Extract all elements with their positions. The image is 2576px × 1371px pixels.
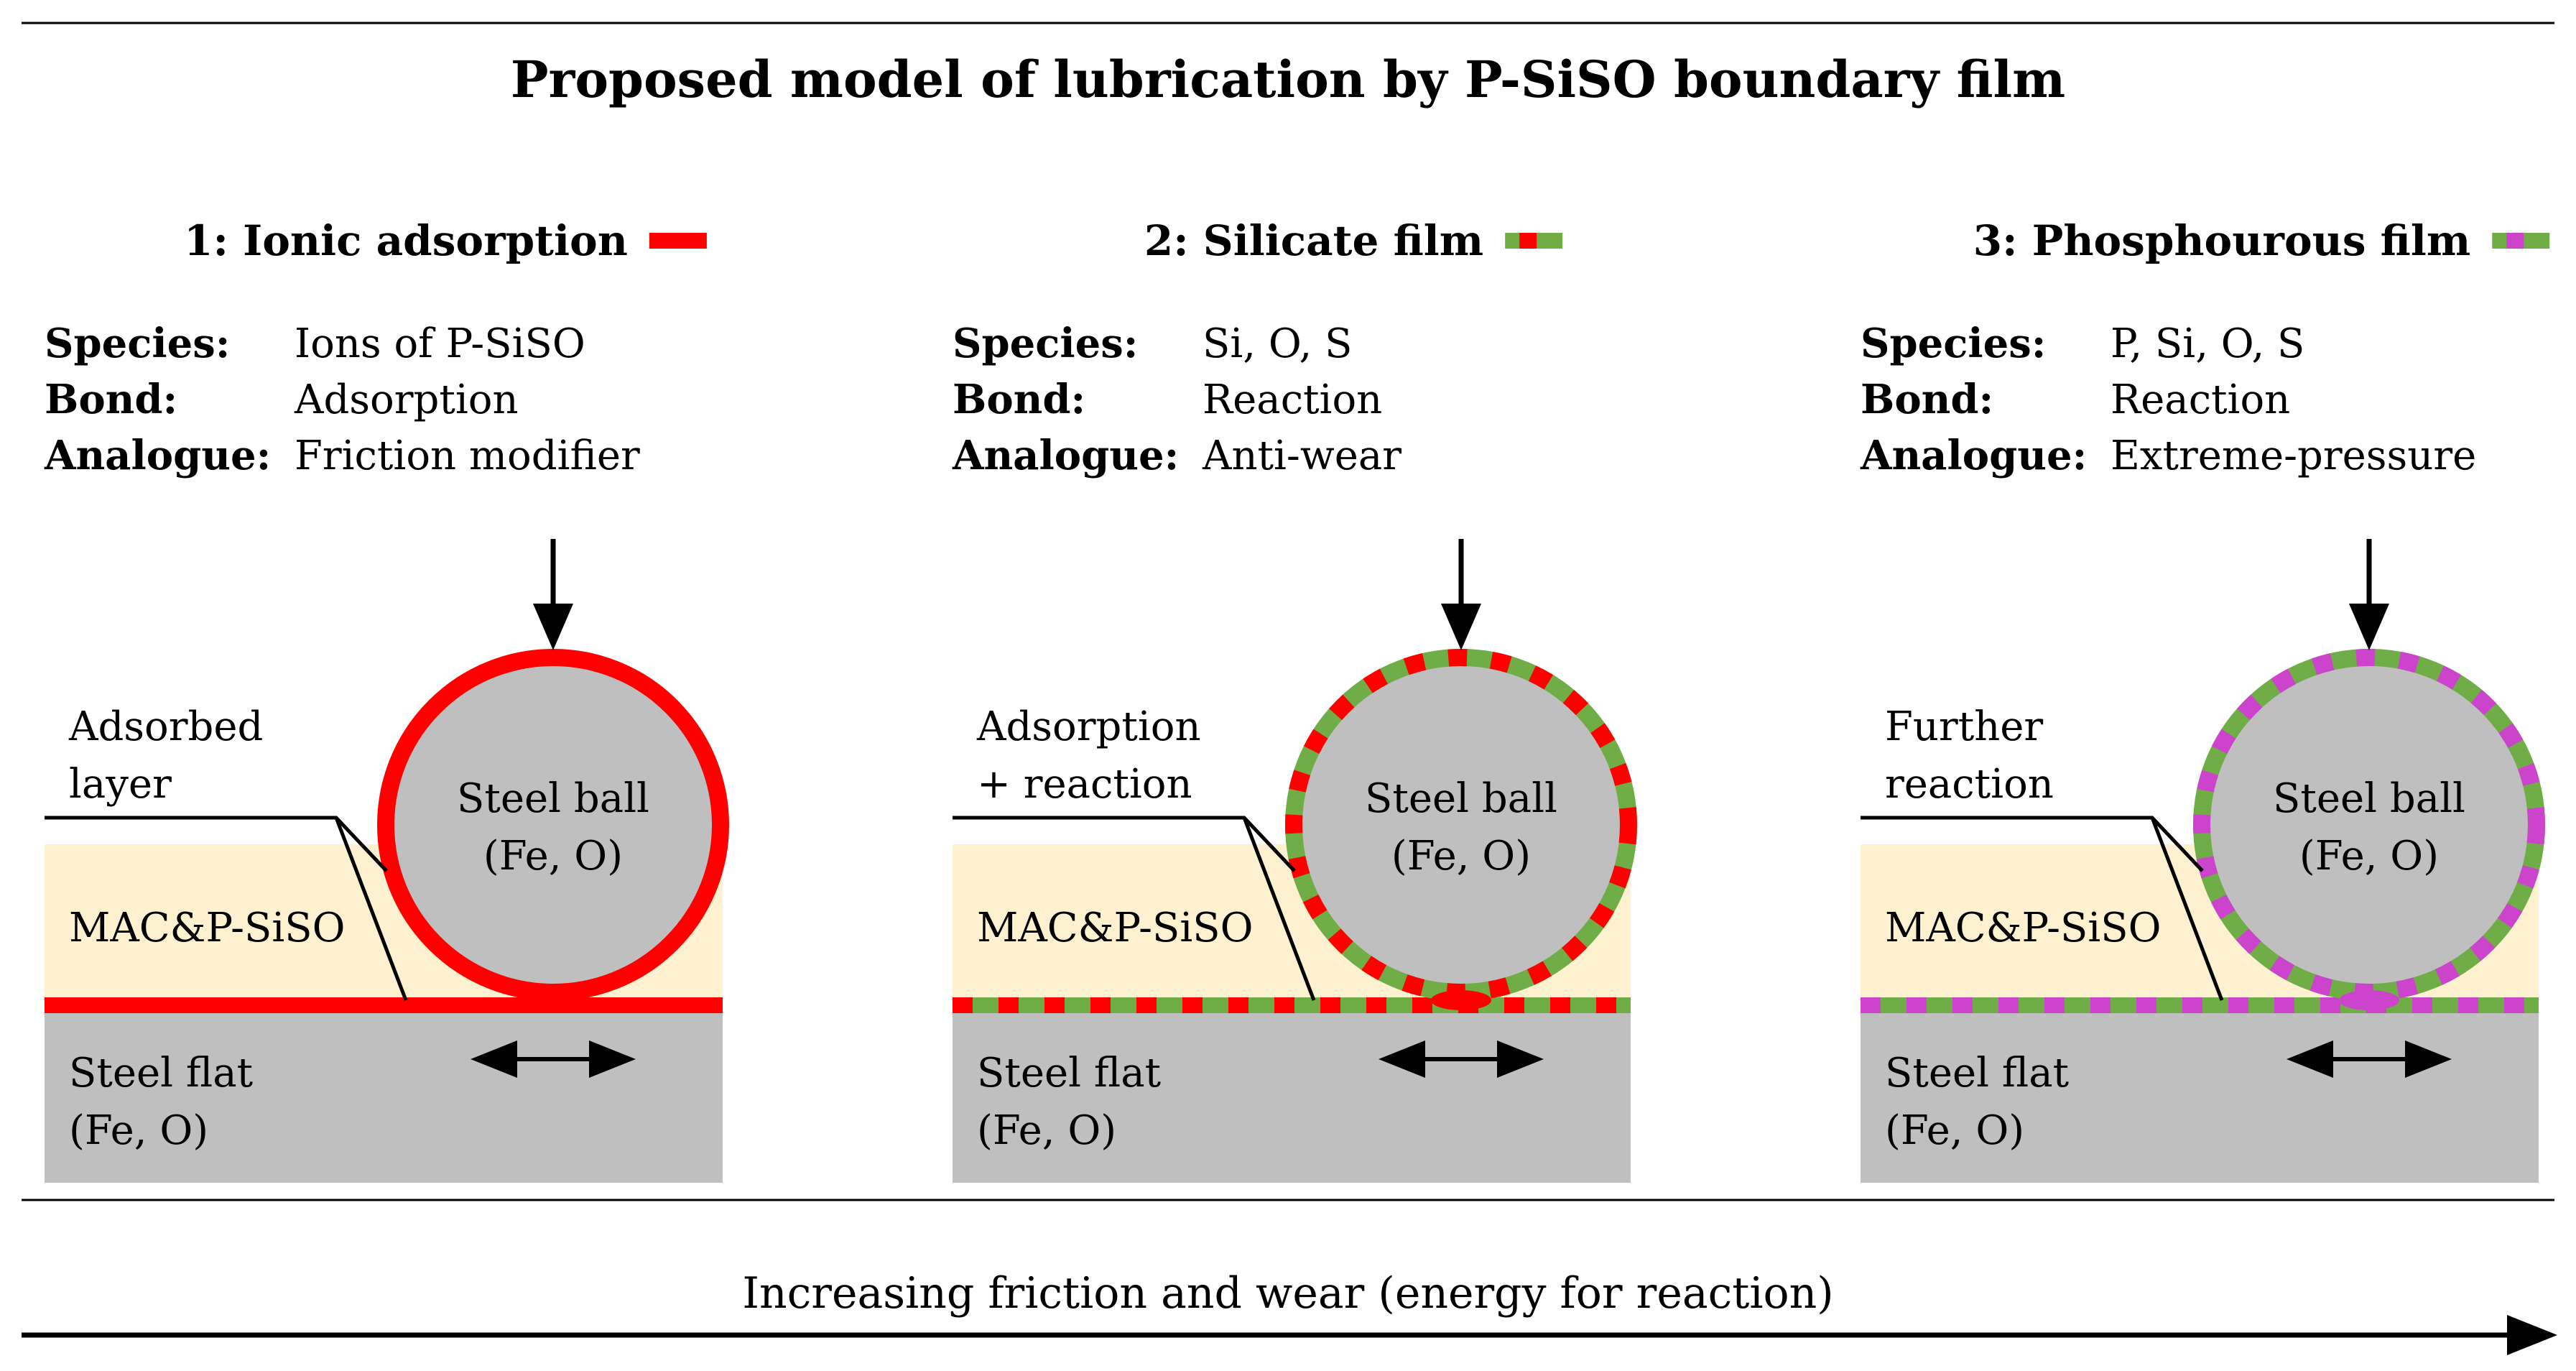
species-key: Species: — [953, 320, 1138, 367]
contact-patch — [2339, 990, 2399, 1010]
diagram-title: Proposed model of lubrication by P-SiSO … — [511, 50, 2065, 109]
bond-key: Bond: — [953, 376, 1085, 423]
analogue-value: Extreme-pressure — [2111, 433, 2476, 479]
bond-key: Bond: — [45, 376, 177, 423]
slide-arrow-left-head — [1379, 1040, 1425, 1078]
flat-label-line1: Steel flat — [69, 1050, 254, 1097]
callout-leader-drop — [334, 817, 408, 1001]
footer-label: Increasing friction and wear (energy for… — [742, 1268, 1833, 1319]
analogue-value: Friction modifier — [295, 433, 640, 479]
flat-label-line2: (Fe, O) — [977, 1107, 1116, 1154]
bond-value: Adsorption — [294, 377, 519, 423]
callout-leader-drop — [2150, 817, 2224, 1001]
slide-arrow-right-head — [589, 1040, 636, 1078]
species-key: Species: — [45, 320, 230, 367]
analogue-key: Analogue: — [44, 432, 271, 479]
bond-value: Reaction — [1203, 377, 1382, 423]
steel-flat — [1861, 1013, 2539, 1183]
panel-heading: 1: Ionic adsorption — [184, 216, 628, 265]
ball-label-line2: (Fe, O) — [2299, 833, 2439, 880]
slide-arrow-left-head — [2287, 1040, 2333, 1078]
footer-arrow-head — [2507, 1315, 2557, 1355]
flat-label-line1: Steel flat — [977, 1050, 1162, 1097]
analogue-key: Analogue: — [952, 432, 1179, 479]
species-key: Species: — [1861, 320, 2046, 367]
callout-line2: reaction — [1885, 761, 2054, 808]
contact-patch — [1431, 990, 1491, 1010]
load-arrow-head — [1441, 604, 1481, 650]
contact-patch — [523, 990, 583, 1010]
flat-label-line2: (Fe, O) — [69, 1107, 208, 1154]
species-value: Si, O, S — [1203, 320, 1352, 367]
flat-label-line1: Steel flat — [1885, 1050, 2070, 1097]
analogue-key: Analogue: — [1860, 432, 2087, 479]
ball-label-line1: Steel ball — [1365, 775, 1557, 822]
panel-heading: 3: Phosphourous film — [1973, 216, 2471, 265]
lubricant-label: MAC&P-SiSO — [1885, 905, 2162, 951]
callout-line1: Adsorption — [976, 703, 1201, 750]
slide-arrow-right-head — [2405, 1040, 2452, 1078]
bond-key: Bond: — [1861, 376, 1993, 423]
slide-arrow-left-head — [471, 1040, 517, 1078]
steel-flat — [953, 1013, 1631, 1183]
analogue-value: Anti-wear — [1202, 433, 1401, 479]
callout-line1: Adsorbed — [68, 703, 263, 750]
steel-ball — [377, 649, 729, 1001]
callout-line2: layer — [69, 761, 172, 808]
callout-line2: + reaction — [977, 761, 1192, 808]
ball-label-line2: (Fe, O) — [1391, 833, 1531, 880]
lubricant-label: MAC&P-SiSO — [69, 905, 346, 951]
species-value: P, Si, O, S — [2111, 320, 2304, 367]
ball-label-line1: Steel ball — [2273, 775, 2465, 822]
ball-label-line1: Steel ball — [457, 775, 649, 822]
callout-line1: Further — [1885, 703, 2043, 750]
bond-value: Reaction — [2111, 377, 2290, 423]
slide-arrow-right-head — [1497, 1040, 1544, 1078]
lubricant-label: MAC&P-SiSO — [977, 905, 1254, 951]
load-arrow-head — [2349, 604, 2389, 650]
steel-flat — [45, 1013, 723, 1183]
flat-label-line2: (Fe, O) — [1885, 1107, 2024, 1154]
panel-heading: 2: Silicate film — [1144, 216, 1483, 265]
ball-label-line2: (Fe, O) — [483, 833, 623, 880]
species-value: Ions of P-SiSO — [295, 320, 585, 367]
callout-leader-drop — [1242, 817, 1316, 1001]
load-arrow-head — [533, 604, 573, 650]
